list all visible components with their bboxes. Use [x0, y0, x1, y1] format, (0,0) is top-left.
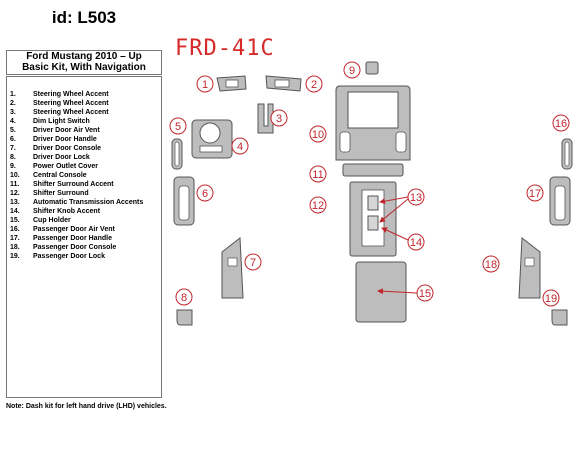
callout-10: 10 — [309, 125, 327, 143]
part-dim-light-switch-hole — [199, 122, 221, 144]
part-passenger-door-console-btn — [524, 257, 535, 267]
legend-item: 18.Passenger Door Console — [10, 244, 117, 251]
part-passenger-door-handle-inner — [554, 185, 566, 221]
callout-11: 11 — [309, 165, 327, 183]
callout-8: 8 — [175, 288, 193, 306]
svg-text:6: 6 — [202, 188, 208, 200]
part-auto-trans-accent-a — [367, 195, 379, 211]
svg-text:2: 2 — [311, 79, 317, 91]
svg-text:19: 19 — [545, 293, 557, 305]
legend-item: 9.Power Outlet Cover — [10, 163, 98, 170]
svg-text:3: 3 — [276, 113, 282, 125]
callout-6: 6 — [196, 184, 214, 202]
callout-1: 1 — [196, 75, 214, 93]
legend-item: 13.Automatic Transmission Accents — [10, 199, 144, 206]
part-steering-accent-3 — [257, 103, 274, 134]
part-driver-door-console — [221, 237, 244, 299]
leader-13-b — [379, 198, 409, 223]
svg-text:16: 16 — [555, 118, 567, 130]
svg-text:18: 18 — [485, 259, 497, 271]
callout-15: 15 — [416, 284, 434, 302]
legend-item: 12.Shifter Surround — [10, 190, 89, 197]
part-steering-accent-2-slot — [274, 79, 290, 88]
svg-text:9: 9 — [349, 65, 355, 77]
part-driver-door-console-btn — [227, 257, 238, 267]
sidebar: id: L503 Ford Mustang 2010 – Up Basic Ki… — [6, 8, 162, 398]
svg-text:7: 7 — [250, 257, 256, 269]
legend-item: 16.Passenger Door Air Vent — [10, 226, 115, 233]
part-central-console-vent-left — [339, 131, 351, 153]
legend-item: 17.Passenger Door Handle — [10, 235, 112, 242]
part-passenger-door-console — [518, 237, 541, 299]
legend-item: 10.Central Console — [10, 172, 87, 179]
svg-text:14: 14 — [410, 237, 422, 249]
leader-14 — [381, 227, 409, 241]
svg-text:4: 4 — [237, 141, 243, 153]
callout-19: 19 — [542, 289, 560, 307]
legend-item: 3.Steering Wheel Accent — [10, 109, 109, 116]
svg-text:10: 10 — [312, 129, 324, 141]
part-driver-door-handle-inner — [178, 185, 190, 221]
part-central-console-screen — [347, 91, 399, 129]
callout-17: 17 — [526, 184, 544, 202]
svg-text:5: 5 — [175, 121, 181, 133]
legend-item: 1.Steering Wheel Accent — [10, 91, 109, 98]
callout-18: 18 — [482, 255, 500, 273]
callout-12: 12 — [309, 196, 327, 214]
callout-7: 7 — [244, 253, 262, 271]
model-box: Ford Mustang 2010 – Up Basic Kit, With N… — [6, 50, 162, 75]
callout-4: 4 — [231, 137, 249, 155]
model-title: Ford Mustang 2010 – Up — [26, 51, 142, 62]
leader-15 — [377, 288, 418, 295]
legend-item: 11.Shifter Surround Accent — [10, 181, 114, 188]
part-power-outlet-cover — [365, 61, 379, 75]
svg-text:8: 8 — [181, 292, 187, 304]
part-steering-accent-1-slot — [225, 79, 239, 88]
svg-text:17: 17 — [529, 188, 541, 200]
footnote: Note: Dash kit for left hand drive (LHD)… — [6, 403, 167, 410]
legend-item: 15.Cup Holder — [10, 217, 71, 224]
callout-5: 5 — [169, 117, 187, 135]
callout-3: 3 — [270, 109, 288, 127]
part-passenger-door-lock — [551, 309, 568, 326]
callout-2: 2 — [305, 75, 323, 93]
legend-item: 2.Steering Wheel Accent — [10, 100, 109, 107]
part-driver-air-vent-inner — [174, 141, 180, 167]
part-central-console-vent-right — [395, 131, 407, 153]
parts-legend: 1.Steering Wheel Accent 2.Steering Wheel… — [6, 76, 162, 398]
legend-item: 4.Dim Light Switch — [10, 118, 90, 125]
kit-title: Basic Kit, With Navigation — [22, 62, 146, 73]
callout-13: 13 — [407, 188, 425, 206]
part-dim-light-switch-slot — [199, 145, 223, 153]
product-code: FRD-41C — [175, 36, 275, 61]
part-auto-trans-accent-b — [367, 215, 379, 231]
part-passenger-air-vent-inner — [564, 141, 570, 167]
svg-text:15: 15 — [419, 288, 431, 300]
legend-item: 8.Driver Door Lock — [10, 154, 90, 161]
svg-text:11: 11 — [312, 169, 323, 181]
callout-16: 16 — [552, 114, 570, 132]
kit-id: id: L503 — [51, 8, 117, 27]
leader-13-a — [379, 196, 409, 205]
legend-item: 14.Shifter Knob Accent — [10, 208, 101, 215]
part-driver-door-lock — [176, 309, 193, 326]
callout-14: 14 — [407, 233, 425, 251]
legend-item: 7.Driver Door Console — [10, 145, 102, 152]
legend-item: 19.Passenger Door Lock — [10, 253, 105, 260]
callout-9: 9 — [343, 61, 361, 79]
svg-text:13: 13 — [410, 192, 422, 204]
legend-item: 5.Driver Door Air Vent — [10, 127, 100, 134]
part-shifter-surround-accent — [342, 163, 404, 177]
svg-text:12: 12 — [312, 200, 324, 212]
legend-item: 6.Driver Door Handle — [10, 136, 97, 143]
svg-text:1: 1 — [202, 79, 208, 91]
